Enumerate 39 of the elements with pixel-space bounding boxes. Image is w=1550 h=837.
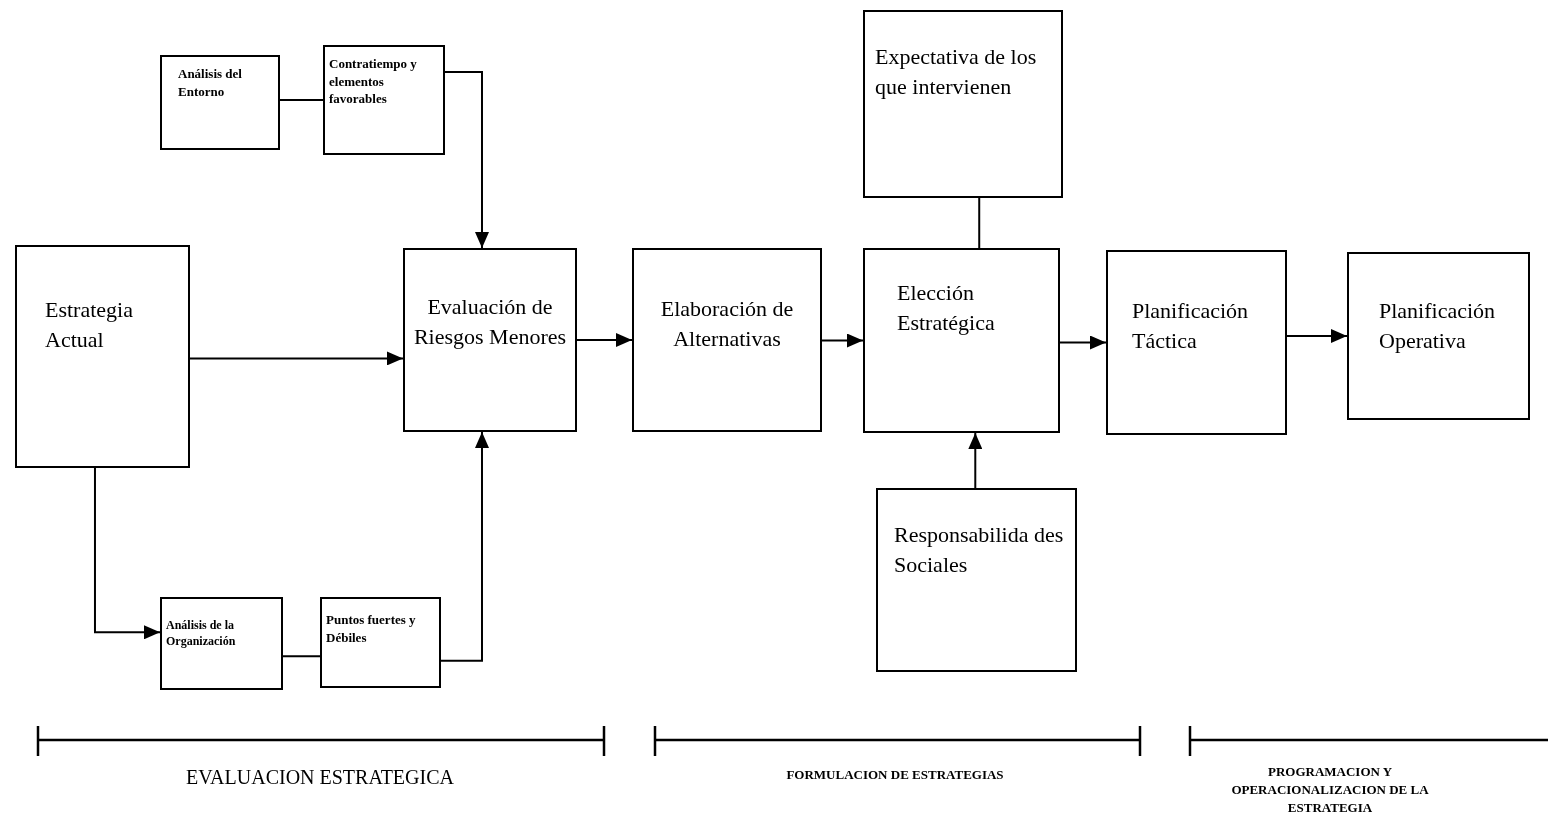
box-text: Responsabilida des Sociales — [894, 521, 1065, 579]
process-box — [323, 45, 445, 155]
box-text: Elaboración de Alternativas — [659, 295, 795, 353]
arrow — [968, 432, 983, 489]
arrow — [444, 70, 489, 249]
process-box — [863, 10, 1063, 198]
box-text: Análisis del Entorno — [178, 65, 243, 101]
box-text: Elección Estratégica — [897, 279, 996, 337]
connector-line — [279, 99, 324, 101]
phase-label: PROGRAMACION Y OPERACIONALIZACION DE LA ESTRATEGIA — [1230, 763, 1430, 817]
connector-line — [282, 655, 321, 658]
arrow — [440, 431, 489, 662]
phase-label: EVALUACION ESTRATEGICA — [185, 765, 455, 790]
arrow — [821, 333, 864, 348]
process-box — [403, 248, 577, 432]
process-box — [160, 55, 280, 150]
arrow — [576, 333, 633, 347]
box-text: Evaluación de Riesgos Menores — [413, 293, 567, 351]
arrow — [189, 351, 404, 366]
phase-label: FORMULACION DE ESTRATEGIAS — [785, 766, 1005, 784]
box-text: Análisis de la Organización — [166, 617, 237, 650]
arrow — [94, 467, 161, 640]
box-text: Planificación Operativa — [1379, 297, 1497, 355]
process-box — [863, 248, 1060, 433]
box-text: Estrategia Actual — [45, 296, 134, 354]
box-text: Puntos fuertes y Débiles — [326, 611, 417, 647]
box-text: Expectativa de los que intervienen — [875, 43, 1038, 101]
process-box — [1347, 252, 1530, 420]
process-box — [320, 597, 441, 688]
box-text: Planificación Táctica — [1132, 297, 1250, 355]
process-box — [15, 245, 190, 468]
arrow — [1286, 329, 1348, 343]
box-text: Contratiempo y elementos favorables — [329, 55, 418, 108]
process-box — [1106, 250, 1287, 435]
process-box — [160, 597, 283, 690]
arrow — [1059, 335, 1107, 350]
connector-line — [978, 197, 981, 249]
process-box — [632, 248, 822, 432]
process-box — [876, 488, 1077, 672]
